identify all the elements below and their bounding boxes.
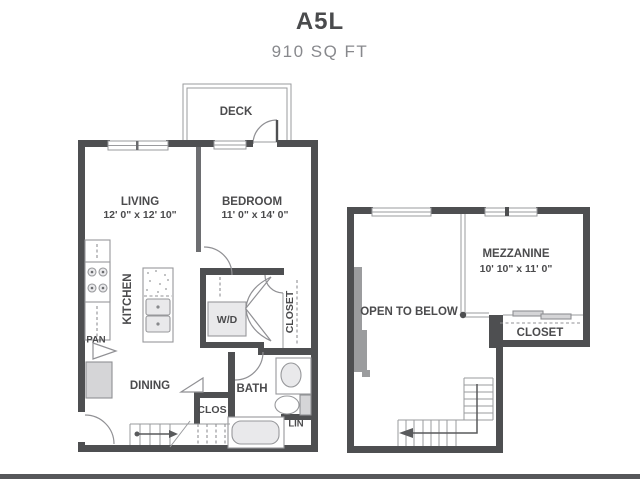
closet-door-arc [264, 274, 284, 294]
bedroom-dims: 11' 0" x 14' 0" [222, 209, 289, 221]
interior-walls [194, 147, 312, 424]
bath-sink [280, 362, 302, 388]
first-floor-plan: DECK LIVING 12' 0" x 12' 10" BEDROOM 11'… [78, 83, 318, 452]
open-to-below-label: OPEN TO BELOW [360, 306, 458, 318]
mezzanine-label: MEZZANINE [482, 248, 549, 260]
wd-door-leaf-top [245, 276, 272, 310]
toilet-tank [299, 394, 312, 416]
bath-label: BATH [236, 383, 267, 395]
mezzanine-floor-plan: MEZZANINE 10' 10" x 11' 0" OPEN TO BELOW… [347, 207, 590, 453]
deck-label: DECK [220, 106, 253, 118]
plan-sqft: 910 SQ FT [271, 42, 369, 61]
stairs-first-floor [129, 420, 230, 448]
first-floor-labels: DECK LIVING 12' 0" x 12' 10" BEDROOM 11'… [86, 106, 303, 430]
clos-door-wedge [178, 376, 204, 393]
mezz-exterior-walls [347, 207, 590, 453]
bottom-border-bar [0, 474, 640, 479]
kitchen-label: KITCHEN [122, 273, 134, 324]
mezz-railing [459, 214, 489, 319]
stair-arrow-head [169, 430, 178, 438]
linen-label: LIN [288, 419, 303, 430]
closet-slider-door-2 [540, 313, 572, 320]
mezz-closet-label: CLOSET [517, 327, 564, 339]
closet-label: CLOSET [284, 290, 296, 333]
clos-label: CLOS [197, 404, 226, 416]
living-dims: 12' 0" x 12' 10" [103, 209, 176, 221]
washer-dryer [207, 301, 247, 337]
mezz-closet [500, 310, 583, 324]
stove [84, 261, 111, 303]
toilet-bowl [274, 395, 300, 415]
stairs-mezzanine [397, 377, 494, 446]
stove-burners [87, 267, 108, 293]
bedroom-label: BEDROOM [222, 196, 282, 208]
entry-door-arc [84, 414, 115, 445]
door-arcs [84, 246, 264, 445]
bedroom-door-arc [203, 246, 233, 276]
plan-title: A5L [295, 8, 345, 35]
dining-label: DINING [130, 380, 170, 392]
window-mullion [136, 141, 139, 150]
living-bedroom-wall [196, 147, 201, 252]
pantry-door-wedge [92, 342, 118, 360]
stair-break-line [169, 420, 191, 448]
wd-door-leaf-bottom [245, 307, 272, 342]
bathtub [231, 420, 280, 445]
wd-label: W/D [217, 314, 238, 326]
mezzanine-labels: MEZZANINE 10' 10" x 11' 0" OPEN TO BELOW… [360, 248, 563, 339]
island-counter-dots [146, 270, 169, 293]
chase-blocks [354, 267, 370, 377]
deck-door-arc [252, 119, 278, 145]
windows [107, 140, 247, 151]
wd-closet [207, 276, 272, 342]
mezzanine-dims: 10' 10" x 11' 0" [480, 263, 553, 275]
bath-door-arc [234, 351, 264, 381]
kitchen-fixtures [84, 239, 174, 399]
bathroom-fixtures [227, 357, 312, 449]
living-label: LIVING [121, 196, 159, 208]
mezz-stair-arrow-head [399, 428, 413, 438]
fridge [85, 361, 113, 399]
pantry-label: PAN [86, 335, 105, 346]
exterior-walls [78, 140, 318, 452]
bedroom-closet [264, 274, 298, 348]
closet-slider-door-1 [512, 310, 544, 317]
kitchen-island [142, 267, 174, 343]
mezz-window-mullion [505, 207, 509, 216]
railing-newel-post [459, 311, 467, 319]
mezz-windows [371, 207, 538, 217]
